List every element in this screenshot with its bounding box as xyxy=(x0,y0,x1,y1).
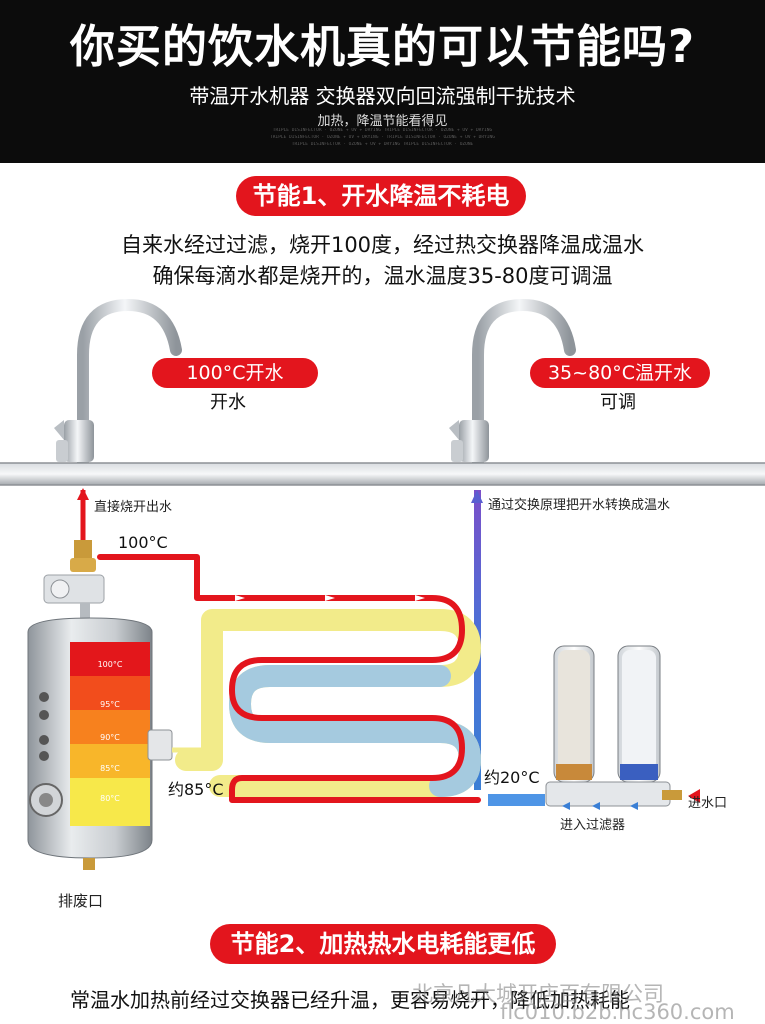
tank-level-label: 80°C xyxy=(100,794,120,803)
watermark-company: 北京凡大城开店百有限公司 xyxy=(412,982,664,1006)
heat-exchanger-coil xyxy=(97,554,481,803)
fine-print: TRIPLE DISINFECTOR · OZONE + UV + DRYING… xyxy=(270,135,495,140)
tank-valve xyxy=(43,540,105,621)
left-faucet xyxy=(54,298,182,468)
page-tagline: 加热，降温节能看得见 xyxy=(317,114,448,129)
hot-water-badge: 100°C开水 xyxy=(152,358,318,388)
filter-flow-arrows xyxy=(562,802,638,810)
arrow-up-icon xyxy=(471,490,483,503)
section1-badge: 节能1、开水降温不耗电 xyxy=(236,176,526,216)
tank-side-valve xyxy=(147,729,173,761)
watermark-url: flc010.b2b.hc360.com xyxy=(500,1000,735,1024)
drain-label: 排废口 xyxy=(58,892,104,910)
water-tank xyxy=(27,617,153,870)
tank-level-label: 85°C xyxy=(100,764,120,773)
section1-line1: 自来水经过过滤，烧开100度，经过热交换器降温成温水 xyxy=(120,233,645,257)
section2-footer: 常温水加热前经过交换器已经升温，更容易烧开，降低加热耗能 xyxy=(70,988,630,1012)
tank-level-label: 90°C xyxy=(100,733,120,742)
exchange-note: 通过交换原理把开水转换成温水 xyxy=(488,498,671,513)
right-faucet xyxy=(449,298,576,468)
flow-arrows xyxy=(235,595,425,601)
inlet-label: 进水口 xyxy=(688,796,728,811)
direct-boil-note: 直接烧开出水 xyxy=(94,500,173,515)
warm-water-badge: 35~80°C温开水 xyxy=(530,358,710,388)
counter-pipe xyxy=(0,463,765,485)
header-banner: 你买的饮水机真的可以节能吗? 带温开水机器 交换器双向回流强制干扰技术 加热，降… xyxy=(0,0,765,163)
temp-100-label: 100°C xyxy=(118,533,168,552)
tank-level-label: 95°C xyxy=(100,700,120,709)
warm-tap-label: 可调 xyxy=(600,392,636,413)
to-filter-label: 进入过滤器 xyxy=(560,818,626,833)
page-title: 你买的饮水机真的可以节能吗? xyxy=(69,20,696,73)
fine-print: TRIPLE DISINFECTOR · OZONE + UV + DRYING… xyxy=(291,142,474,147)
inlet-arrow-icon xyxy=(688,789,700,803)
page-subtitle: 带温开水机器 交换器双向回流强制干扰技术 xyxy=(189,84,576,108)
section2-badge: 节能2、加热热水电耗能更低 xyxy=(210,924,556,964)
arrow-up-icon xyxy=(77,488,89,500)
fine-print: TRIPLE DISINFECTOR · OZONE + UV + DRYING… xyxy=(272,128,493,133)
water-filter xyxy=(545,645,682,807)
hot-tap-label: 开水 xyxy=(210,392,246,413)
section1-line2: 确保每滴水都是烧开的，温水温度35-80度可调温 xyxy=(152,264,613,288)
temp-85-label: 约85°C xyxy=(168,780,224,799)
temp-20-label: 约20°C xyxy=(484,768,540,787)
tank-level-label: 100°C xyxy=(97,660,123,669)
